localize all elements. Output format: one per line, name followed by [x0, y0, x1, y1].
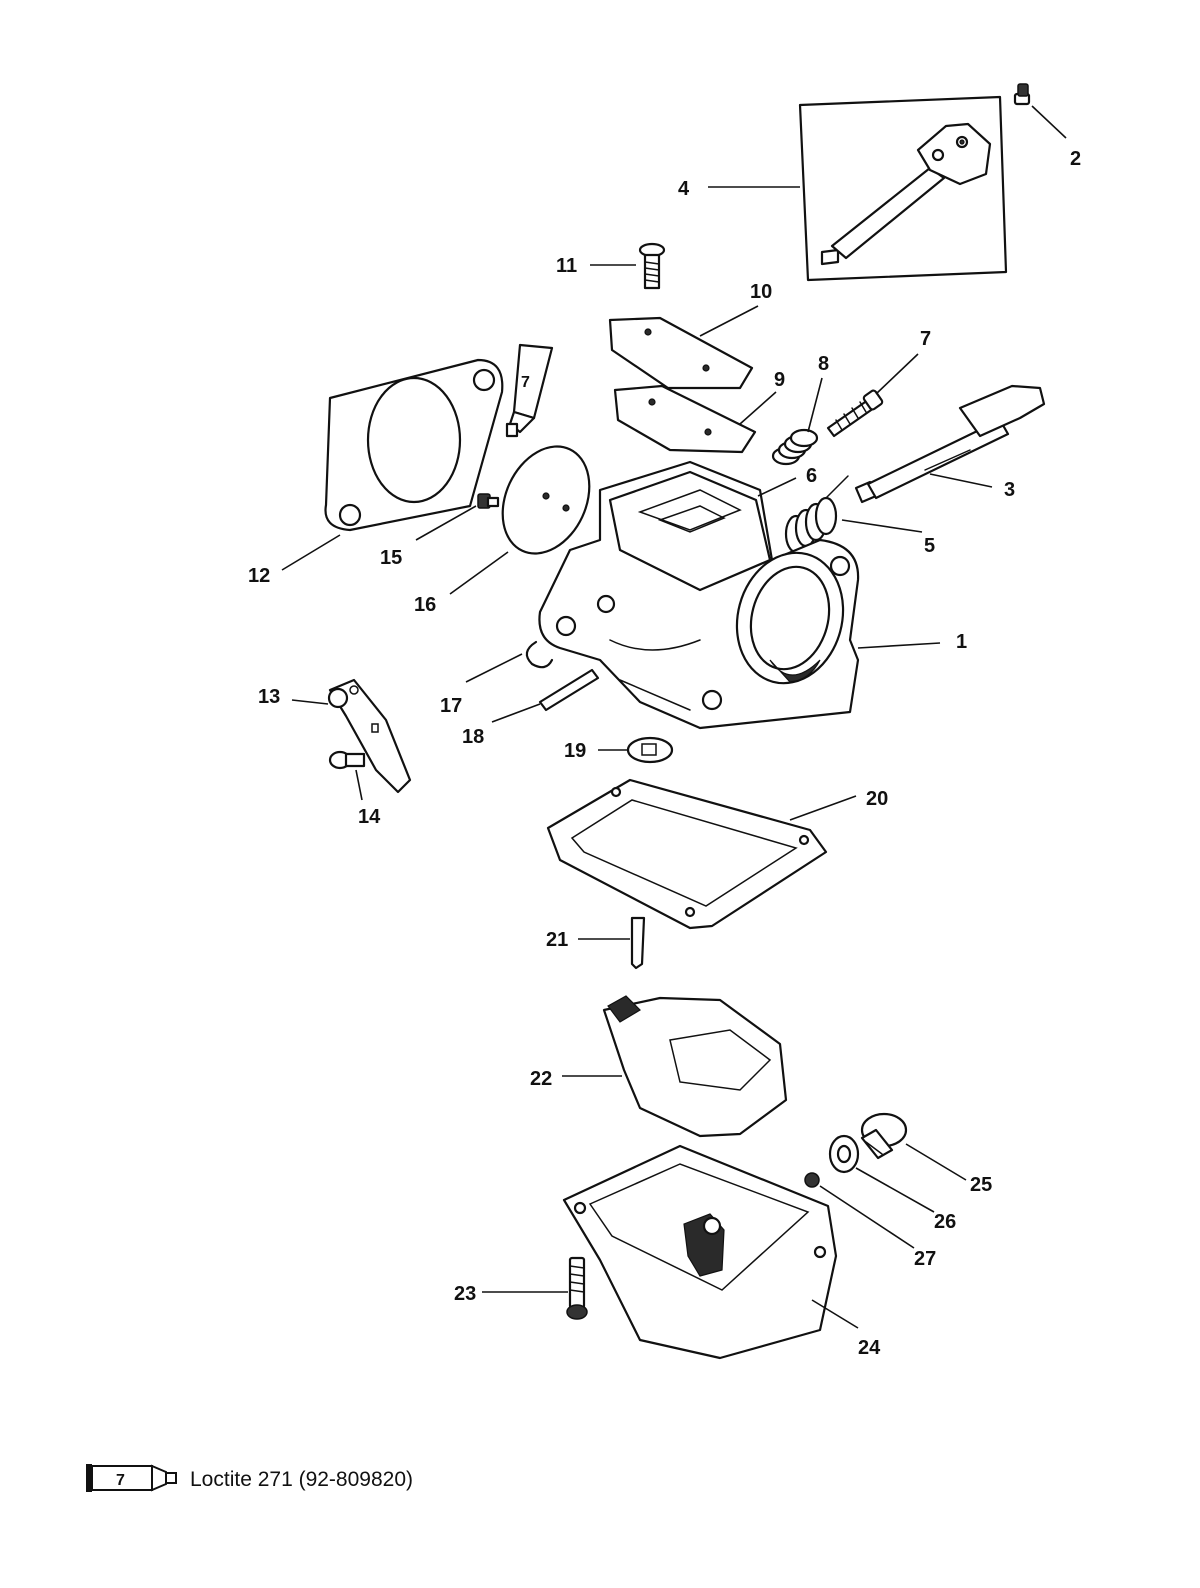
lever-13 — [327, 678, 412, 794]
carburetor-body-1 — [538, 460, 860, 730]
callout-numbers: 1 2 3 4 5 6 7 8 9 10 11 12 13 14 15 16 1… — [248, 148, 1081, 1359]
spring-8 — [771, 428, 819, 466]
choke-shaft-3 — [854, 384, 1046, 504]
bowl-gasket-20 — [546, 778, 828, 930]
flange-gasket-12 — [324, 358, 504, 532]
leader-lines — [281, 105, 1067, 1329]
float-22 — [602, 995, 788, 1138]
sealant-tube-label: 7 — [521, 374, 530, 391]
screw-27 — [804, 1172, 820, 1188]
callout-19: 19 — [564, 740, 586, 762]
callout-4: 4 — [678, 178, 690, 200]
callout-27: 27 — [914, 1248, 936, 1270]
throttle-plate-16 — [501, 445, 591, 555]
callout-2: 2 — [1070, 148, 1081, 170]
callout-8: 8 — [818, 353, 829, 375]
callout-5: 5 — [924, 535, 935, 557]
callout-14: 14 — [358, 806, 381, 828]
callout-15: 15 — [380, 547, 402, 569]
legend: 7 Loctite 271 (92-809820) — [86, 1464, 413, 1492]
screw-2 — [1013, 83, 1031, 106]
legend-number: 7 — [116, 1472, 125, 1489]
callout-16: 16 — [414, 594, 436, 616]
spring-5 — [784, 475, 849, 554]
screw-14 — [328, 750, 366, 770]
callout-20: 20 — [866, 788, 888, 810]
callout-1: 1 — [956, 631, 967, 653]
callout-24: 24 — [858, 1337, 881, 1359]
callout-9: 9 — [774, 369, 785, 391]
callout-22: 22 — [530, 1068, 552, 1090]
callout-6: 6 — [806, 465, 817, 487]
callout-26: 26 — [934, 1211, 956, 1233]
legend-text: Loctite 271 (92-809820) — [190, 1468, 413, 1491]
screw-11 — [638, 242, 666, 290]
callout-10: 10 — [750, 281, 772, 303]
plate-10 — [608, 316, 754, 390]
sealant-tube-icon — [86, 1464, 177, 1492]
callout-3: 3 — [1004, 479, 1015, 501]
pin-18 — [538, 668, 600, 712]
needle-21 — [630, 916, 646, 970]
screw-15 — [477, 493, 500, 509]
sealant-tube-7: 7 — [505, 343, 554, 438]
drain-plug-25 — [860, 1112, 908, 1160]
screw-23 — [566, 1256, 588, 1320]
callout-13: 13 — [258, 686, 280, 708]
gasket-19 — [626, 736, 674, 764]
washer-26 — [828, 1134, 860, 1174]
callout-21: 21 — [546, 929, 568, 951]
callout-18: 18 — [462, 726, 484, 748]
gasket-9 — [613, 384, 757, 454]
callout-23: 23 — [454, 1283, 476, 1305]
callout-7: 7 — [920, 328, 931, 350]
idle-screw-7 — [826, 389, 884, 438]
callout-25: 25 — [970, 1174, 992, 1196]
callout-17: 17 — [440, 695, 462, 717]
callout-11: 11 — [556, 255, 577, 277]
throttle-shaft-assembly — [798, 95, 1008, 282]
clip-17 — [525, 640, 554, 669]
float-bowl-24 — [562, 1144, 838, 1360]
callout-12: 12 — [248, 565, 270, 587]
